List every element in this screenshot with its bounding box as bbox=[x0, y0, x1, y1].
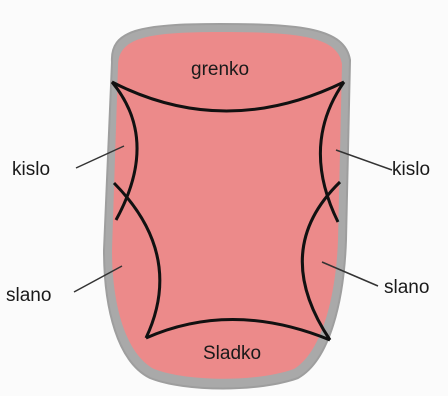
zone-label-bitter: grenko bbox=[191, 60, 249, 79]
callout-right-salty: slano bbox=[384, 278, 429, 297]
tongue-body bbox=[112, 32, 342, 379]
callout-left-sour: kislo bbox=[12, 160, 50, 179]
callout-right-sour: kislo bbox=[392, 160, 430, 179]
callout-left-salty: slano bbox=[6, 286, 51, 305]
zone-label-sweet: Sladko bbox=[203, 344, 261, 363]
